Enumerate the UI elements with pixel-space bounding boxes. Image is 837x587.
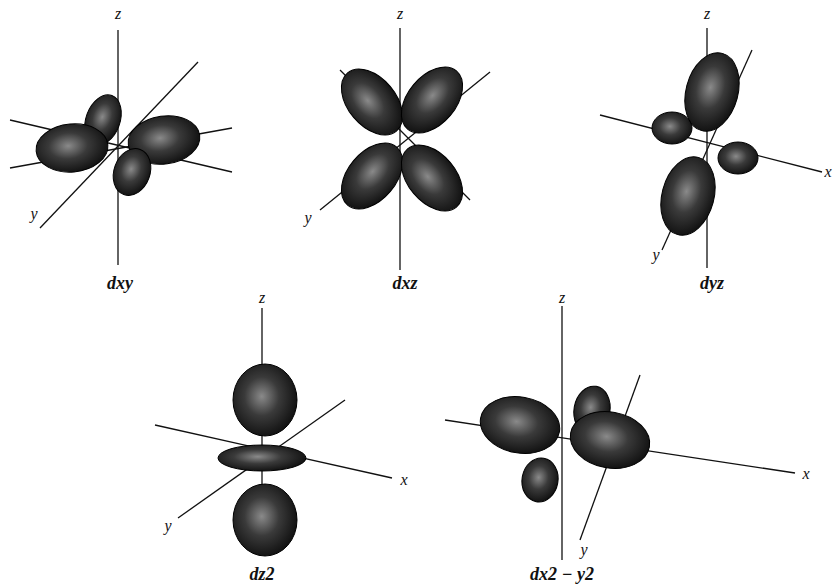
orbital-name: dx2 − y2 xyxy=(530,565,594,583)
axis-label: x xyxy=(824,164,831,180)
axis-label: z xyxy=(259,290,265,306)
axis-label: x xyxy=(802,466,809,482)
orbital-name: dz2 xyxy=(249,565,274,583)
axis-label: z xyxy=(115,6,121,22)
axis-label: y xyxy=(304,210,311,226)
axis-label: z xyxy=(559,290,565,306)
axis-label: y xyxy=(580,542,587,558)
axis-label: y xyxy=(652,247,659,263)
axis-label: y xyxy=(164,518,171,534)
axis-label: z xyxy=(397,6,403,22)
orbital-name: dyz xyxy=(700,274,724,292)
axis-label: y xyxy=(30,206,37,222)
orbital-name: dxy xyxy=(107,274,133,292)
orbital-name: dxz xyxy=(392,274,417,292)
axis-label: z xyxy=(704,6,710,22)
axis-label: x xyxy=(400,472,407,488)
